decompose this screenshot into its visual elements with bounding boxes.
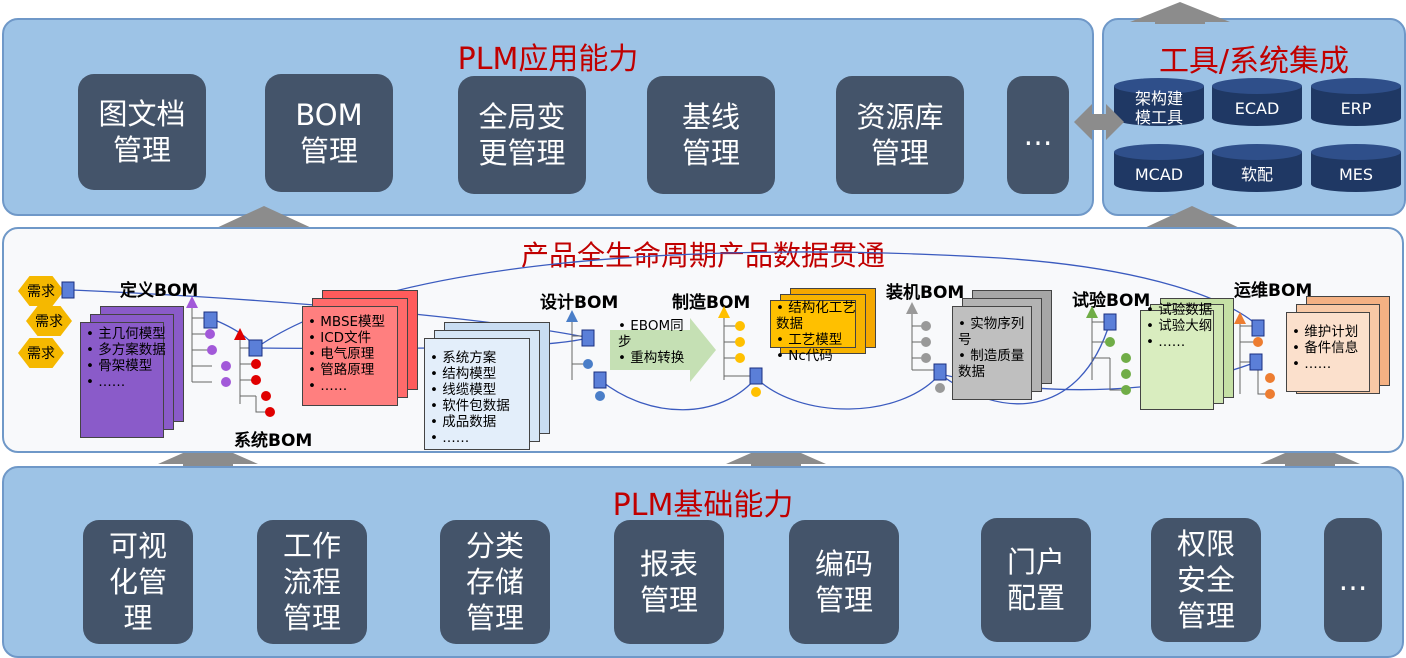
up-arrow-icon	[1130, 2, 1230, 24]
doc-item: 系统方案	[430, 350, 540, 366]
tree-root-icon	[718, 306, 730, 318]
doc-item: 试验大纲	[1146, 318, 1220, 334]
doc-system-list: MBSE模型 ICD文件 电气原理 管路原理 ……	[308, 314, 408, 394]
base-tile-security[interactable]: 权限 安全 管理	[1151, 518, 1261, 642]
up-arrow-icon	[726, 442, 826, 470]
doc-item: ……	[1146, 334, 1220, 350]
base-tile-storage[interactable]: 分类 存储 管理	[440, 520, 550, 644]
doc-test-list: 试验数据 试验大纲 ……	[1146, 302, 1220, 350]
db-software[interactable]: 软配	[1212, 144, 1302, 192]
doc-item: 结构化工艺数据	[776, 300, 866, 332]
base-tile-visual[interactable]: 可视 化管 理	[83, 520, 193, 644]
doc-item: ICD文件	[308, 330, 408, 346]
doc-design-list: 系统方案 结构模型 线缆模型 软件包数据 成品数据 ……	[430, 350, 540, 446]
tree-root-icon	[1086, 306, 1098, 318]
app-tile-bom[interactable]: BOM 管理	[265, 74, 393, 192]
doc-item: 成品数据	[430, 414, 540, 430]
sync-item: 重构转换	[618, 350, 690, 366]
doc-item: ……	[430, 430, 540, 446]
connector-icon	[749, 367, 763, 385]
db-software-label: 软配	[1240, 164, 1273, 184]
db-arch-tool-label: 架构建 模工具	[1134, 89, 1183, 127]
doc-item: 备件信息	[1292, 340, 1376, 356]
connector-icon	[1249, 353, 1263, 371]
tree-root-icon	[906, 302, 918, 314]
doc-item: Nc代码	[776, 348, 866, 364]
doc-ops-list: 维护计划 备件信息 ……	[1292, 324, 1376, 372]
doc-item: 实物序列号	[958, 316, 1032, 348]
app-tile-doc[interactable]: 图文档 管理	[78, 74, 206, 190]
doc-item: 软件包数据	[430, 398, 540, 414]
doc-item: 制造质量数据	[958, 348, 1032, 380]
bom-label-system: 系统BOM	[234, 431, 313, 451]
db-ecad-label: ECAD	[1234, 98, 1280, 118]
app-tile-change[interactable]: 全局变 更管理	[458, 76, 586, 194]
bom-label-assembly: 装机BOM	[886, 283, 965, 303]
connector-icon	[61, 281, 75, 299]
doc-item: 骨架模型	[86, 358, 166, 374]
app-tile-baseline[interactable]: 基线 管理	[647, 76, 775, 194]
db-mcad[interactable]: MCAD	[1114, 144, 1204, 192]
doc-item: 电气原理	[308, 346, 408, 362]
connector-icon	[593, 371, 607, 389]
tree-root-icon	[1234, 312, 1246, 324]
base-tile-more[interactable]: …	[1324, 518, 1382, 642]
tree-root-icon	[234, 328, 246, 340]
doc-item: 线缆模型	[430, 382, 540, 398]
doc-item: 管路原理	[308, 362, 408, 378]
base-tile-report[interactable]: 报表 管理	[614, 520, 724, 644]
bom-label-test: 试验BOM	[1072, 291, 1151, 311]
lifecycle-title: 产品全生命周期产品数据贯通	[520, 239, 885, 272]
base-tile-workflow[interactable]: 工作 流程 管理	[257, 520, 367, 644]
doc-item: 维护计划	[1292, 324, 1376, 340]
bom-label-ops: 运维BOM	[1234, 281, 1313, 301]
db-erp-label: ERP	[1340, 98, 1372, 118]
base-layer-title: PLM基础能力	[612, 488, 794, 523]
doc-item: 工艺模型	[776, 332, 866, 348]
doc-item: 试验数据	[1146, 302, 1220, 318]
double-arrow-icon	[1074, 104, 1124, 140]
doc-item: 多方案数据	[86, 342, 166, 358]
connector-icon	[203, 311, 218, 329]
doc-item: ……	[1292, 356, 1376, 372]
bom-label-design: 设计BOM	[540, 293, 619, 313]
connector-icon	[248, 339, 263, 357]
sync-item: EBOM同步	[618, 318, 690, 350]
doc-assembly-list: 实物序列号 制造质量数据	[958, 316, 1032, 380]
db-arch-tool[interactable]: 架构建 模工具	[1114, 78, 1204, 127]
connector-icon	[1103, 313, 1117, 331]
connector-icon	[1251, 319, 1265, 337]
connector-icon	[581, 329, 595, 347]
doc-item: 结构模型	[430, 366, 540, 382]
db-erp[interactable]: ERP	[1311, 78, 1401, 126]
app-tile-more[interactable]: …	[1007, 76, 1069, 194]
tree-root-icon	[566, 310, 578, 322]
tree-root-icon	[186, 296, 198, 308]
doc-item: ……	[308, 378, 408, 394]
db-mes[interactable]: MES	[1311, 144, 1401, 192]
up-arrow-icon	[1260, 442, 1360, 470]
connector-icon	[933, 363, 947, 381]
base-tile-coding[interactable]: 编码 管理	[789, 520, 899, 644]
db-ecad[interactable]: ECAD	[1212, 78, 1302, 126]
bom-label-define: 定义BOM	[120, 281, 199, 301]
up-arrow-icon	[158, 442, 258, 470]
doc-item: 主几何模型	[86, 326, 166, 342]
base-tile-portal[interactable]: 门户 配置	[981, 518, 1091, 642]
app-layer-title: PLM应用能力	[457, 42, 639, 77]
app-tile-resource[interactable]: 资源库 管理	[836, 76, 964, 194]
db-mes-label: MES	[1338, 164, 1374, 184]
doc-item: ……	[86, 374, 166, 390]
db-mcad-label: MCAD	[1134, 164, 1184, 184]
doc-manufacture-list: 结构化工艺数据 工艺模型 Nc代码	[776, 300, 866, 364]
doc-item: MBSE模型	[308, 314, 408, 330]
tools-title: 工具/系统集成	[1158, 44, 1350, 79]
bom-label-manufacture: 制造BOM	[672, 293, 751, 313]
sync-text: EBOM同步 重构转换	[618, 318, 690, 366]
doc-define-list: 主几何模型 多方案数据 骨架模型 ……	[86, 326, 166, 390]
